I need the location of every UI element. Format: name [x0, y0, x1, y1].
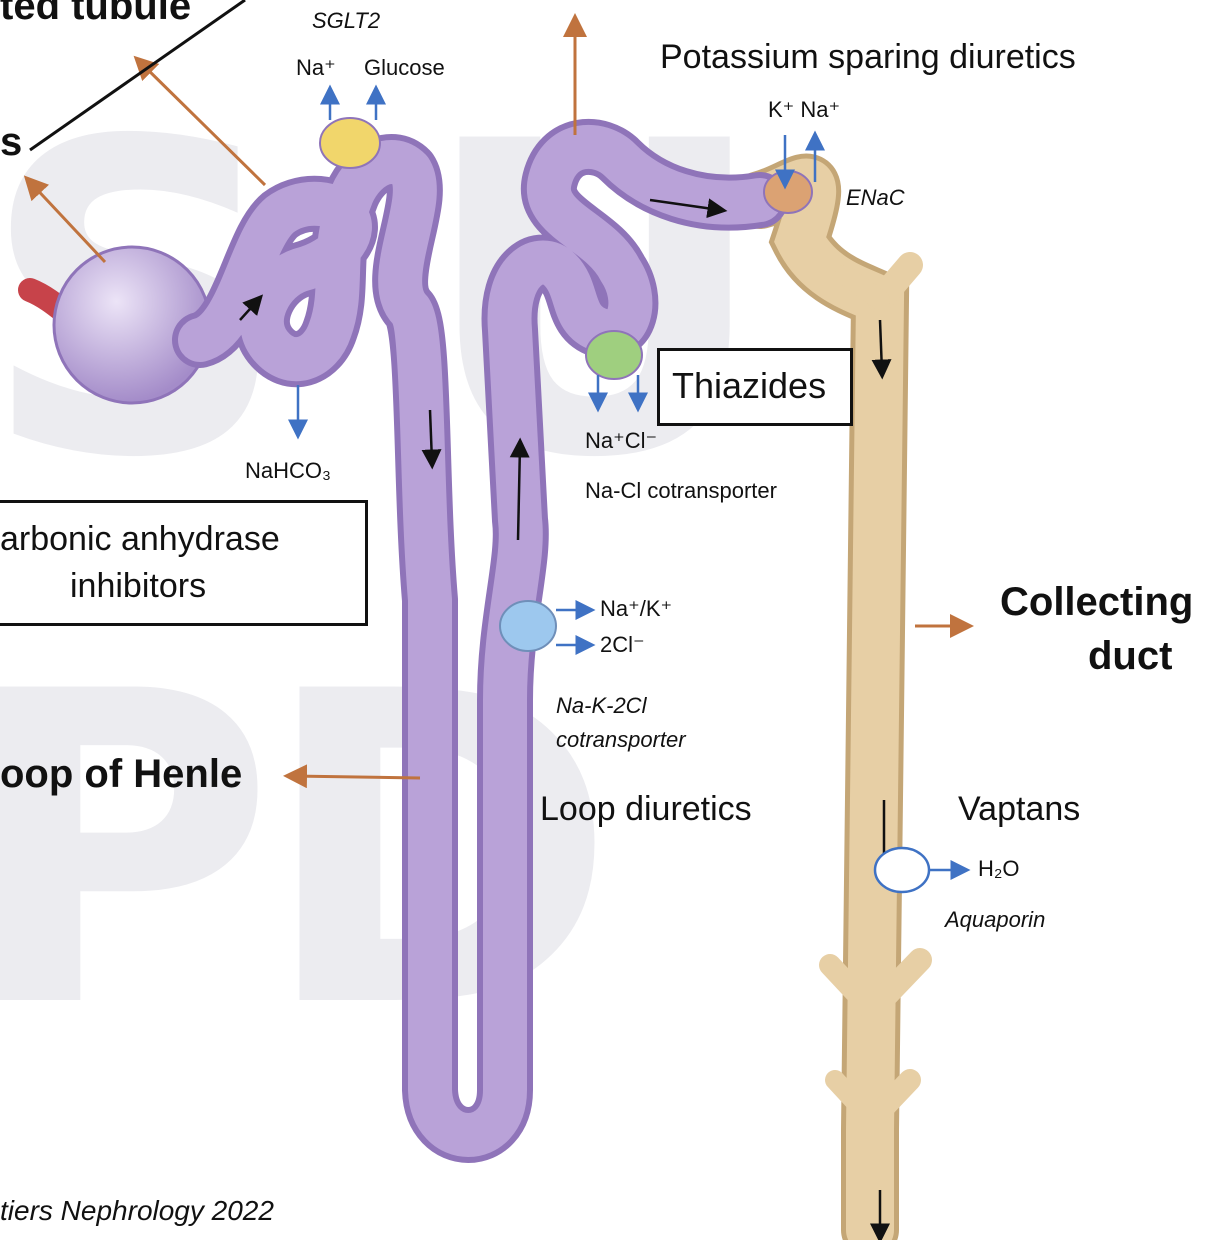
- na-k-label: Na⁺/K⁺: [600, 596, 672, 622]
- truncated-label: s: [0, 120, 22, 165]
- nkcc-label-1: Na-K-2Cl: [556, 693, 646, 719]
- enac-label: ENaC: [846, 185, 905, 211]
- ncc-label: Na-Cl cotransporter: [585, 478, 777, 504]
- nahco3-label: NaHCO₃: [245, 458, 331, 484]
- aquaporin-channel: [875, 848, 929, 892]
- carbonic-label-1: arbonic anhydrase: [0, 520, 280, 559]
- citation-label: tiers Nephrology 2022: [0, 1195, 274, 1227]
- thiazides-box: Thiazides: [657, 348, 853, 426]
- sglt2-na-label: Na⁺: [296, 55, 336, 81]
- enac-transporter: [764, 171, 812, 213]
- loop-diuretics-label: Loop diuretics: [540, 790, 752, 829]
- two-cl-label: 2Cl⁻: [600, 632, 645, 658]
- loop-of-henle-label: oop of Henle: [0, 752, 242, 797]
- k-na-label: K⁺ Na⁺: [768, 97, 840, 123]
- carbonic-anhydrase-box: arbonic anhydrase inhibitors: [0, 500, 368, 626]
- collecting-duct: [760, 183, 920, 1231]
- carbonic-label-2: inhibitors: [70, 567, 206, 606]
- collecting-label-2: duct: [1088, 634, 1172, 679]
- sglt2-glucose-label: Glucose: [364, 55, 445, 81]
- potassium-sparing-label: Potassium sparing diuretics: [660, 38, 1076, 77]
- nkcc-label-2: cotransporter: [556, 727, 686, 753]
- ncc-transporter: [586, 331, 642, 379]
- collecting-label-1: Collecting: [1000, 580, 1193, 625]
- sglt2-label: SGLT2: [312, 8, 380, 34]
- h2o-label: H₂O: [978, 856, 1020, 882]
- sglt2-transporter: [320, 118, 380, 168]
- aquaporin-label: Aquaporin: [945, 907, 1045, 933]
- thiazides-label: Thiazides: [672, 365, 826, 407]
- na-cl-label: Na⁺Cl⁻: [585, 428, 657, 454]
- vaptans-label: Vaptans: [958, 790, 1080, 829]
- nkcc-transporter: [500, 601, 556, 651]
- svg-text:P: P: [0, 602, 275, 1102]
- convoluted-tubule-label: ted tubule: [0, 0, 191, 29]
